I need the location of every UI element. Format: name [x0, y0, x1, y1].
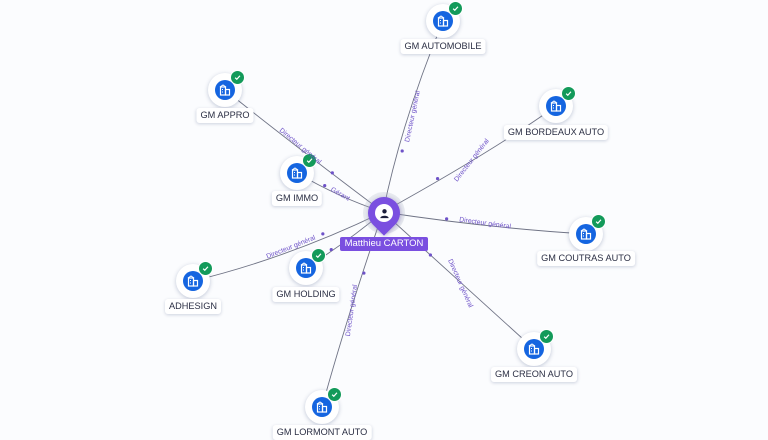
verified-check-icon: [311, 248, 326, 263]
company-building-icon: [524, 339, 544, 359]
company-building-icon: [433, 11, 453, 31]
company-name-label-gm-coutras-auto[interactable]: GM COUTRAS AUTO: [537, 251, 635, 266]
company-node-gm-automobile[interactable]: [426, 1, 463, 38]
verified-check-icon: [591, 214, 606, 229]
verified-check-icon: [302, 153, 317, 168]
edge-arrow-gm-appro: [330, 171, 334, 175]
company-building-icon: [576, 224, 596, 244]
company-name-label-gm-appro[interactable]: GM APPRO: [196, 108, 254, 123]
company-building-icon: [215, 80, 235, 100]
edge-adhesign: [192, 211, 384, 282]
company-node-gm-immo[interactable]: [280, 153, 317, 190]
edge-gm-bordeaux-auto: [382, 105, 557, 213]
company-name-label-gm-lormont-auto[interactable]: GM LORMONT AUTO: [272, 425, 372, 440]
company-node-gm-creon-auto[interactable]: [517, 329, 554, 366]
verified-check-icon: [539, 329, 554, 344]
company-building-icon: [546, 96, 566, 116]
edge-arrow-gm-bordeaux-auto: [435, 176, 440, 181]
company-node-gm-holding[interactable]: [289, 248, 326, 285]
verified-check-icon: [198, 261, 213, 276]
edge-arrow-gm-holding: [329, 248, 333, 252]
company-name-label-adhesign[interactable]: ADHESIGN: [165, 299, 221, 314]
company-node-gm-appro[interactable]: [208, 70, 245, 107]
edge-arrow-gm-automobile: [400, 149, 404, 153]
verified-check-icon: [561, 86, 576, 101]
edge-arrow-adhesign: [321, 232, 325, 236]
company-name-label-gm-immo[interactable]: GM IMMO: [271, 191, 323, 206]
company-name-label-gm-holding[interactable]: GM HOLDING: [272, 287, 340, 302]
edge-gm-appro: [224, 89, 384, 213]
company-building-icon: [287, 163, 307, 183]
company-node-adhesign[interactable]: [176, 261, 213, 298]
company-building-icon: [312, 397, 332, 417]
edge-gm-creon-auto: [382, 211, 535, 350]
person-name-label[interactable]: Matthieu CARTON: [340, 237, 428, 251]
edge-arrow-gm-creon-auto: [428, 253, 432, 257]
edge-gm-coutras-auto: [382, 211, 587, 235]
company-name-label-gm-creon-auto[interactable]: GM CREON AUTO: [491, 367, 577, 382]
edge-arrow-gm-immo: [323, 183, 327, 188]
verified-check-icon: [448, 1, 463, 16]
edge-arrow-gm-coutras-auto: [445, 217, 449, 221]
company-name-label-gm-bordeaux-auto[interactable]: GM BORDEAUX AUTO: [503, 125, 609, 140]
company-node-gm-lormont-auto[interactable]: [305, 387, 342, 424]
company-building-icon: [296, 258, 316, 278]
edge-arrow-gm-lormont-auto: [362, 271, 366, 275]
company-building-icon: [183, 271, 203, 291]
company-node-gm-bordeaux-auto[interactable]: [539, 86, 576, 123]
company-node-gm-coutras-auto[interactable]: [569, 214, 606, 251]
verified-check-icon: [327, 387, 342, 402]
verified-check-icon: [230, 70, 245, 85]
company-name-label-gm-automobile[interactable]: GM AUTOMOBILE: [400, 39, 486, 54]
person-icon: [375, 204, 393, 222]
